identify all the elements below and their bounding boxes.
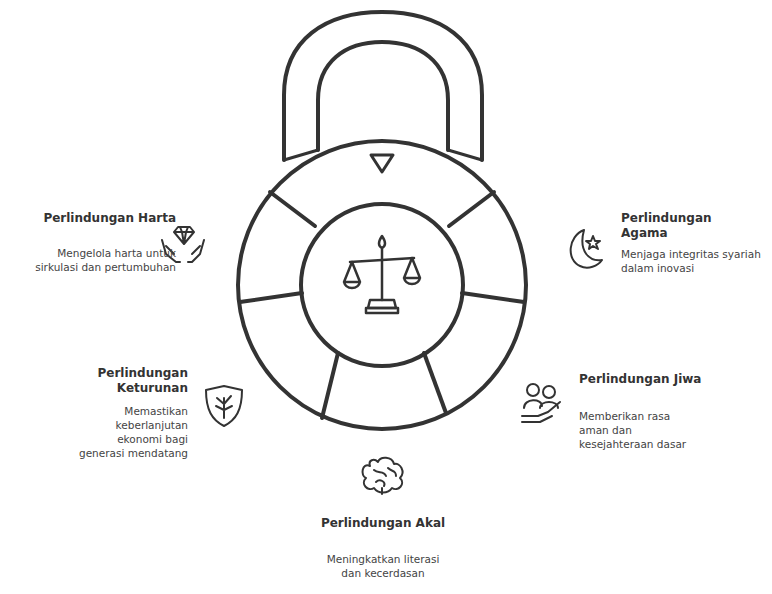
principle-description: Memastikan keberlanjutan ekonomi bagi ge…	[78, 404, 188, 460]
principle-description: Menjaga integritas syariah dalam inovasi	[621, 247, 766, 275]
shackle-inner	[318, 42, 448, 150]
lock-dial	[301, 204, 463, 366]
moon-star-icon	[571, 230, 602, 268]
principle-description: Mengelola harta untuk sirkulasi dan pert…	[20, 246, 176, 274]
scale-icon	[344, 236, 420, 313]
triangle-marker	[371, 155, 393, 172]
principle-heading: Perlindungan Agama	[621, 211, 751, 241]
lock-body	[238, 141, 526, 429]
brain-icon	[363, 458, 403, 494]
shackle-outer	[284, 12, 482, 160]
dial-dividers	[240, 192, 524, 418]
principle-description: Meningkatkan literasi dan kecerdasan	[323, 552, 443, 580]
people-hand-icon	[522, 384, 560, 422]
principle-heading: Perlindungan Jiwa	[579, 372, 709, 387]
principle-heading: Perlindungan Harta	[20, 211, 176, 226]
principle-heading: Perlindungan Akal	[313, 516, 453, 531]
principle-heading: Perlindungan Keturunan	[66, 366, 188, 396]
principle-description: Memberikan rasa aman dan kesejahteraan d…	[579, 409, 694, 451]
shield-tree-icon	[206, 386, 242, 426]
